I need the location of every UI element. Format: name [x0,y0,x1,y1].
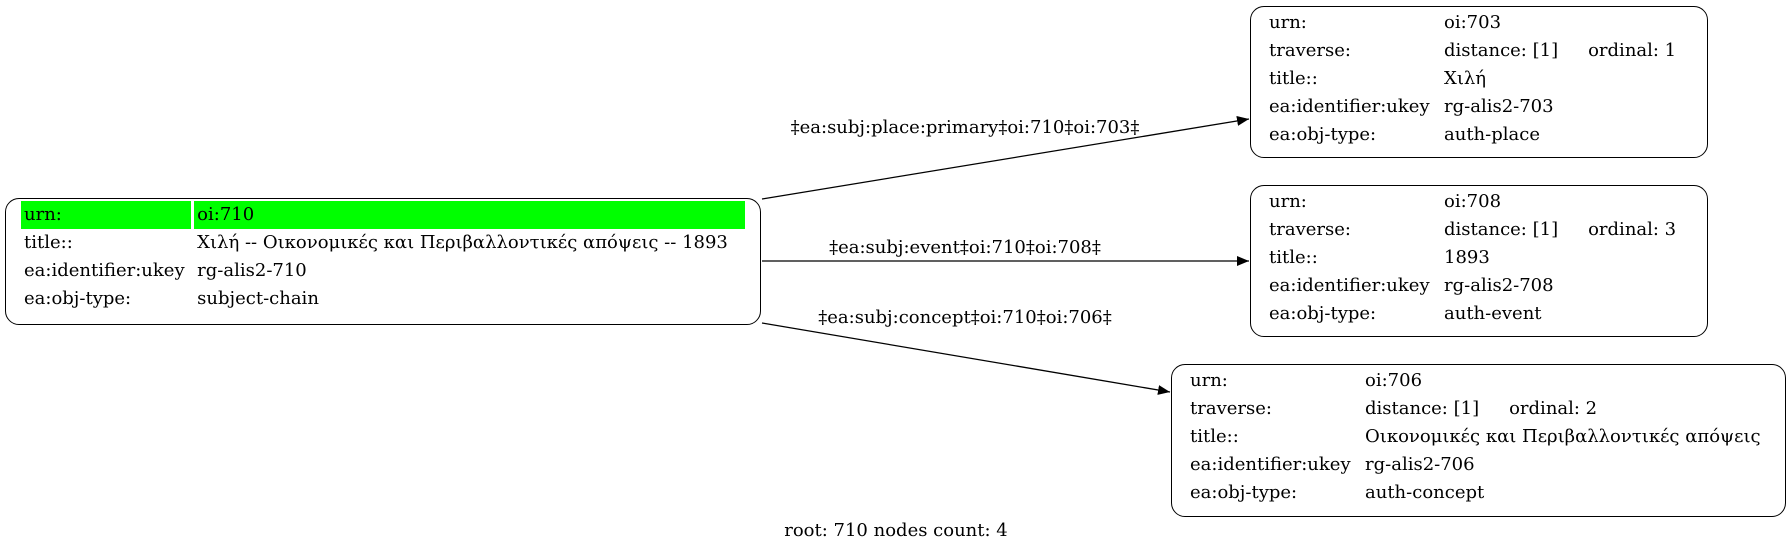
node-value: auth-concept [1365,482,1485,503]
node-row-title: title:: 1893 [1266,244,1679,272]
node-key: urn: [1269,12,1307,33]
node-key: ea:identifier:ukey [1269,96,1430,117]
node-key: title:: [1269,68,1318,89]
node-703-table: urn: oi:703 traverse: distance: [1] ordin… [1263,9,1682,149]
node-key: ea:obj-type: [1190,482,1298,503]
node-value: oi:708 [1444,191,1502,212]
edge-label-710-703: ‡ea:subj:place:primary‡oi:710‡oi:703‡ [790,117,1140,138]
node-key: ea:identifier:ukey [1190,454,1351,475]
node-value: auth-event [1444,303,1542,324]
node-key: urn: [21,201,192,229]
node-traverse-value: distance: [1] ordinal: 3 [1441,216,1679,244]
node-row-traverse: traverse: distance: [1] ordinal: 2 [1187,395,1764,423]
node-key: urn: [1269,191,1307,212]
node-key: ea:identifier:ukey [1269,275,1430,296]
node-row-ukey: ea:identifier:ukey rg-alis2-703 [1266,93,1679,121]
traverse-distance: distance: [1] [1365,398,1480,419]
node-row-ukey: ea:identifier:ukey rg-alis2-708 [1266,272,1679,300]
node-710[interactable]: urn: oi:710 title:: Χιλή -- Οικονομικές … [5,198,761,325]
node-row-title: title:: Οικονομικές και Περιβαλλοντικές … [1187,423,1764,451]
node-value: rg-alis2-708 [1444,275,1554,296]
node-value: subject-chain [197,288,319,309]
node-row-urn: urn: oi:708 [1266,188,1679,216]
node-value: rg-alis2-706 [1365,454,1475,475]
node-row-objtype: ea:obj-type: auth-place [1266,121,1679,149]
node-710-table: urn: oi:710 title:: Χιλή -- Οικονομικές … [18,201,748,313]
edge-710-703 [761,116,1250,200]
node-key: ea:obj-type: [1269,124,1377,145]
node-key: ea:obj-type: [1269,303,1377,324]
node-row-urn: urn: oi:706 [1187,367,1764,395]
node-row-ukey: ea:identifier:ukey rg-alis2-710 [21,257,745,285]
node-row-urn: urn: oi:703 [1266,9,1679,37]
node-706[interactable]: urn: oi:706 traverse: distance: [1] ordin… [1171,364,1786,517]
node-value: rg-alis2-710 [197,260,307,281]
traverse-ordinal: ordinal: 3 [1588,219,1677,240]
node-value: oi:710 [194,201,745,229]
node-traverse-value: distance: [1] ordinal: 1 [1441,37,1679,65]
node-value: auth-place [1444,124,1540,145]
node-703[interactable]: urn: oi:703 traverse: distance: [1] ordin… [1250,6,1708,158]
node-value: oi:703 [1444,12,1502,33]
node-row-objtype: ea:obj-type: auth-concept [1187,479,1764,507]
node-key: traverse: [1190,398,1272,419]
traverse-ordinal: ordinal: 1 [1588,40,1677,61]
graph-footer: root: 710 nodes count: 4 [784,520,1008,541]
node-key: title:: [1190,426,1239,447]
node-key: traverse: [1269,40,1351,61]
node-value: oi:706 [1365,370,1423,391]
node-row-title: title:: Χιλή -- Οικονομικές και Περιβαλλ… [21,229,745,257]
node-row-ukey: ea:identifier:ukey rg-alis2-706 [1187,451,1764,479]
node-row-traverse: traverse: distance: [1] ordinal: 1 [1266,37,1679,65]
node-708[interactable]: urn: oi:708 traverse: distance: [1] ordin… [1250,185,1708,337]
edge-label-710-706: ‡ea:subj:concept‡oi:710‡oi:706‡ [818,307,1112,328]
node-value: Χιλή [1444,68,1487,89]
node-row-title: title:: Χιλή [1266,65,1679,93]
node-value: 1893 [1444,247,1490,268]
node-708-table: urn: oi:708 traverse: distance: [1] ordin… [1263,188,1682,328]
node-value: rg-alis2-703 [1444,96,1554,117]
node-row-traverse: traverse: distance: [1] ordinal: 3 [1266,216,1679,244]
node-row-objtype: ea:obj-type: subject-chain [21,285,745,313]
node-key: urn: [1190,370,1228,391]
node-key: title:: [24,232,73,253]
node-value: Οικονομικές και Περιβαλλοντικές απόψεις [1365,426,1761,447]
node-key: ea:identifier:ukey [24,260,185,281]
node-key: traverse: [1269,219,1351,240]
node-value: Χιλή -- Οικονομικές και Περιβαλλοντικές … [197,232,728,253]
node-key: title:: [1269,247,1318,268]
traverse-distance: distance: [1] [1444,219,1559,240]
node-row-urn: urn: oi:710 [21,201,745,229]
node-key: ea:obj-type: [24,288,132,309]
node-706-table: urn: oi:706 traverse: distance: [1] ordin… [1184,367,1767,507]
edge-label-710-708: ‡ea:subj:event‡oi:710‡oi:708‡ [829,237,1101,258]
edge-710-706 [761,322,1171,395]
node-traverse-value: distance: [1] ordinal: 2 [1362,395,1764,423]
traverse-distance: distance: [1] [1444,40,1559,61]
traverse-ordinal: ordinal: 2 [1509,398,1598,419]
node-row-objtype: ea:obj-type: auth-event [1266,300,1679,328]
